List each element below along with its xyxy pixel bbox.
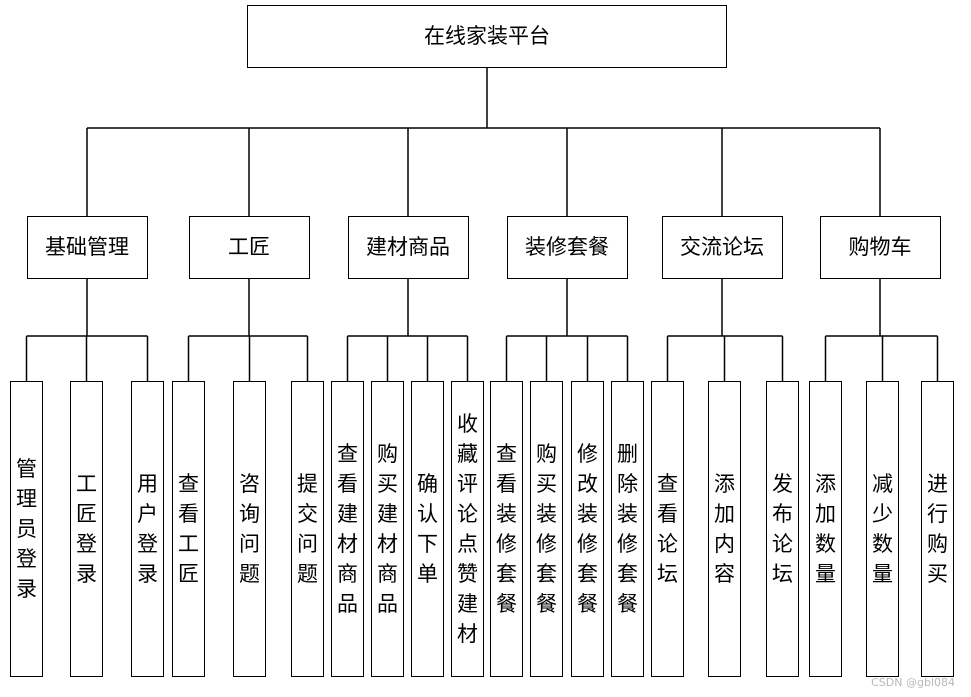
function-label: 查看工匠 xyxy=(178,472,199,586)
function-user-login: 用户登录 xyxy=(131,381,164,677)
module-label: 装修套餐 xyxy=(525,235,609,259)
root-label: 在线家装平台 xyxy=(424,24,550,48)
function-submit-question: 提交问题 xyxy=(291,381,324,677)
function-buy-packages: 购买装修套餐 xyxy=(530,381,563,677)
module-label: 交流论坛 xyxy=(680,235,764,259)
module-label: 基础管理 xyxy=(45,235,129,259)
function-label: 修改装修套餐 xyxy=(577,442,598,616)
function-buy-materials: 购买建材商品 xyxy=(371,381,404,677)
module-decoration-packages: 装修套餐 xyxy=(506,216,628,279)
function-label: 管理员登录 xyxy=(16,457,37,601)
module-building-materials: 建材商品 xyxy=(347,216,469,279)
function-admin-login: 管理员登录 xyxy=(10,381,43,677)
function-add-quantity: 添加数量 xyxy=(809,381,842,677)
module-forum: 交流论坛 xyxy=(661,216,783,279)
function-view-materials: 查看建材商品 xyxy=(331,381,364,677)
function-confirm-order: 确认下单 xyxy=(411,381,444,677)
module-craftsman: 工匠 xyxy=(188,216,310,279)
function-modify-packages: 修改装修套餐 xyxy=(571,381,604,677)
function-label: 进行购买 xyxy=(927,472,948,586)
function-label: 查看论坛 xyxy=(657,472,678,586)
watermark: CSDN @gbl084 xyxy=(871,676,955,689)
function-view-packages: 查看装修套餐 xyxy=(490,381,523,677)
module-label: 购物车 xyxy=(848,235,912,259)
function-view-forum: 查看论坛 xyxy=(651,381,684,677)
root-node: 在线家装平台 xyxy=(247,5,727,68)
function-label: 收藏评论点赞建材 xyxy=(457,412,478,646)
function-view-craftsman: 查看工匠 xyxy=(172,381,205,677)
function-consult-question: 咨询问题 xyxy=(233,381,266,677)
function-label: 工匠登录 xyxy=(76,472,97,586)
function-craftsman-login: 工匠登录 xyxy=(70,381,103,677)
module-label: 建材商品 xyxy=(366,235,450,259)
function-label: 删除装修套餐 xyxy=(617,442,638,616)
function-delete-packages: 删除装修套餐 xyxy=(611,381,644,677)
function-publish-forum: 发布论坛 xyxy=(766,381,799,677)
function-label: 添加内容 xyxy=(714,472,735,586)
function-label: 发布论坛 xyxy=(772,472,793,586)
function-label: 查看建材商品 xyxy=(337,442,358,616)
function-label: 购买装修套餐 xyxy=(536,442,557,616)
function-make-purchase: 进行购买 xyxy=(921,381,954,677)
function-label: 咨询问题 xyxy=(239,472,260,586)
function-label: 提交问题 xyxy=(297,472,318,586)
function-label: 减少数量 xyxy=(872,472,893,586)
function-add-content: 添加内容 xyxy=(708,381,741,677)
function-reduce-quantity: 减少数量 xyxy=(866,381,899,677)
function-favorite-comment-like-materials: 收藏评论点赞建材 xyxy=(451,381,484,677)
function-label: 查看装修套餐 xyxy=(496,442,517,616)
module-shopping-cart: 购物车 xyxy=(819,216,941,279)
function-label: 购买建材商品 xyxy=(377,442,398,616)
function-label: 添加数量 xyxy=(815,472,836,586)
function-label: 确认下单 xyxy=(417,472,438,586)
module-basic-management: 基础管理 xyxy=(26,216,148,279)
module-label: 工匠 xyxy=(228,235,270,259)
function-label: 用户登录 xyxy=(137,472,158,586)
